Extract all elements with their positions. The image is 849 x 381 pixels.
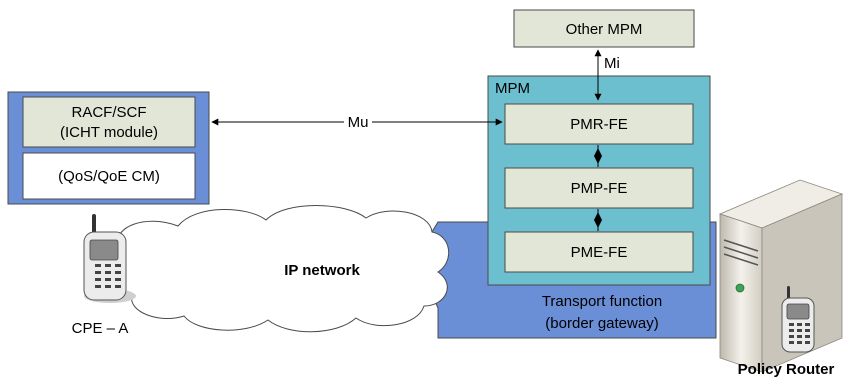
pme-fe-box: PME-FE [504, 231, 694, 273]
pmr-pmp-connector [594, 145, 602, 167]
racf-scf-panel: RACF/SCF (ICHT module) (QoS/QoE CM) [7, 91, 210, 205]
pmp-fe-box: PMP-FE [504, 167, 694, 209]
router-phone-icon [781, 286, 815, 353]
pme-fe-label: PME-FE [571, 244, 628, 261]
cpe-a-label: CPE – A [72, 320, 129, 337]
transport-function-label: Transport function [542, 293, 662, 310]
other-mpm-box: Other MPM [513, 9, 695, 48]
border-gateway-label: (border gateway) [545, 315, 658, 332]
qos-qoe-cm-box [22, 152, 196, 200]
mu-label: Mu [348, 114, 369, 131]
cpe-phone-icon [83, 214, 136, 303]
pmr-fe-label: PMR-FE [570, 116, 628, 133]
racf-scf-label: RACF/SCF [72, 104, 147, 121]
policy-router-label: Policy Router [738, 361, 835, 378]
pmp-fe-label: PMP-FE [571, 180, 628, 197]
server-icon [718, 179, 844, 373]
qos-qoe-cm-label: (QoS/QoE CM) [58, 168, 160, 185]
pmr-fe-box: PMR-FE [504, 103, 694, 145]
ip-network-label: IP network [284, 262, 360, 279]
mpm-label: MPM [495, 80, 530, 97]
racf-scf-box [22, 96, 196, 148]
icht-module-label: (ICHT module) [60, 124, 158, 141]
other-mpm-label: Other MPM [566, 21, 643, 38]
mi-label: Mi [604, 55, 620, 72]
ip-network-cloud: IP network [110, 205, 450, 333]
mu-connector: Mu [211, 114, 503, 131]
mi-connector: Mi [594, 49, 620, 101]
pmp-pme-connector [594, 209, 602, 231]
